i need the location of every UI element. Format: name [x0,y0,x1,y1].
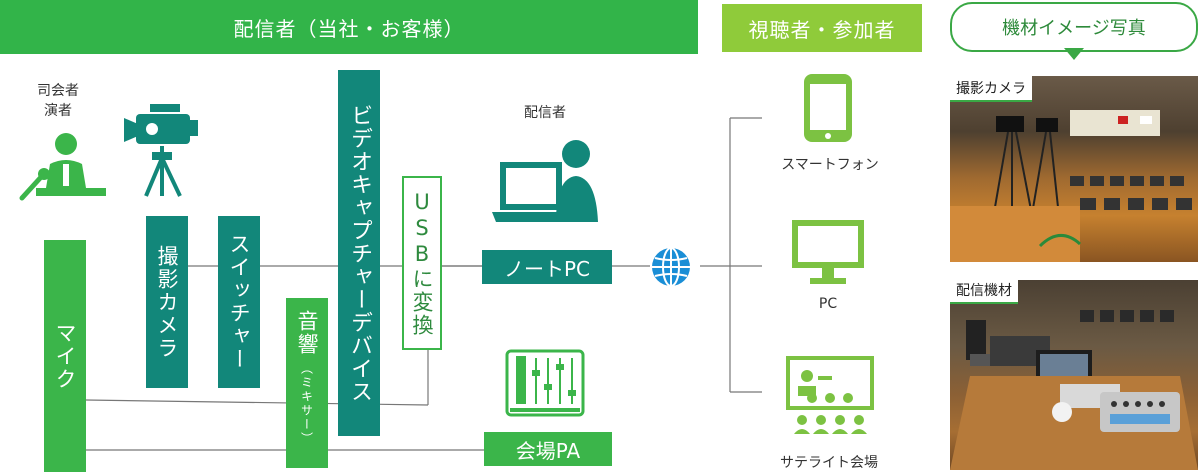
camera-photo [950,76,1198,262]
usb-convert-block: USBに変換 [402,176,442,350]
switcher-block: スイッチャー [218,216,260,388]
satellite-venue-label: サテライト会場 [780,455,878,471]
camera-photo-scene [950,110,1192,262]
camera-photo-label: 撮影カメラ [950,76,1032,102]
pc-label: PC [818,296,838,312]
mixer-block: 音響 （ミキサー） [286,298,328,468]
camera-block: 撮影カメラ [146,216,188,388]
broadcaster-header: 配信者（当社・お客様） [0,0,698,54]
globe-icon [652,247,690,287]
satellite-venue-icon [786,356,874,434]
video-camera-icon [124,104,198,197]
equipment-photo [950,280,1198,470]
capture-device-block: ビデオキャプチャーデバイス [338,70,380,436]
mc-label-line2: 演者 [44,103,72,119]
smartphone-label: スマートフォン [781,157,879,173]
mixer-sub-label: （ミキサー） [299,362,314,446]
equipment-photo-scene [950,310,1198,470]
distributor-label: 配信者 [524,105,566,121]
smartphone-icon [804,74,852,142]
bubble-pointer [1064,48,1084,60]
notepc-block: ノートPC [482,250,612,284]
presenter-icon [19,133,106,201]
equipment-photo-header: 機材イメージ写真 [950,2,1198,52]
equipment-photo-label: 配信機材 [950,278,1018,304]
venue-pa-block: 会場PA [484,432,612,466]
mixer-main-label: 音響 [295,310,319,356]
mc-label-line1: 司会者 [37,83,79,99]
mixer-console-icon [505,349,585,417]
pc-monitor-icon [792,220,864,284]
viewer-header: 視聴者・参加者 [722,4,922,52]
laptop-person-icon [492,140,598,222]
mic-block: マイク [44,240,86,472]
